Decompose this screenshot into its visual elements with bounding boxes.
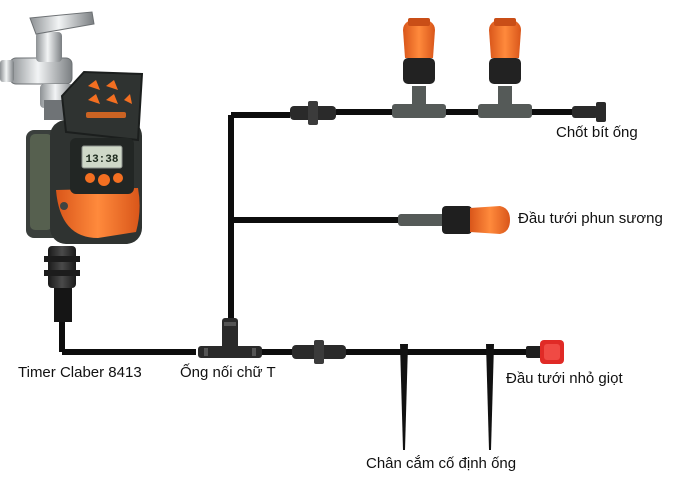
coupler-top [290, 101, 336, 125]
label-tee: Ống nối chữ T [180, 364, 276, 381]
label-end-plug: Chốt bít ống [556, 124, 638, 141]
mist-riser-2 [478, 18, 532, 118]
mist-riser-1 [392, 18, 446, 118]
end-plug [572, 102, 606, 122]
label-drip-head: Đầu tưới nhỏ giọt [506, 370, 623, 387]
timer-lcd [81, 145, 123, 169]
timer-connector [48, 246, 76, 288]
drip-emitter [526, 340, 564, 364]
timer-button-left [85, 173, 95, 183]
timer-button-center [98, 174, 110, 186]
mist-head-horizontal [398, 206, 510, 234]
label-mist-head: Đầu tưới phun sương [518, 210, 663, 227]
tee-connector [198, 318, 262, 358]
stake-left [400, 344, 408, 450]
timer-lcd-time: 13:38 [85, 154, 118, 166]
pipe-network [59, 109, 572, 355]
label-stakes: Chân cắm cố định ống [366, 455, 517, 472]
label-timer: Timer Claber 8413 [18, 364, 142, 381]
timer-lid [60, 70, 144, 142]
timer-device: 13:38 [26, 70, 144, 322]
timer-button-right [113, 173, 123, 183]
coupler-bottom [292, 340, 346, 364]
stake-right [486, 344, 494, 450]
